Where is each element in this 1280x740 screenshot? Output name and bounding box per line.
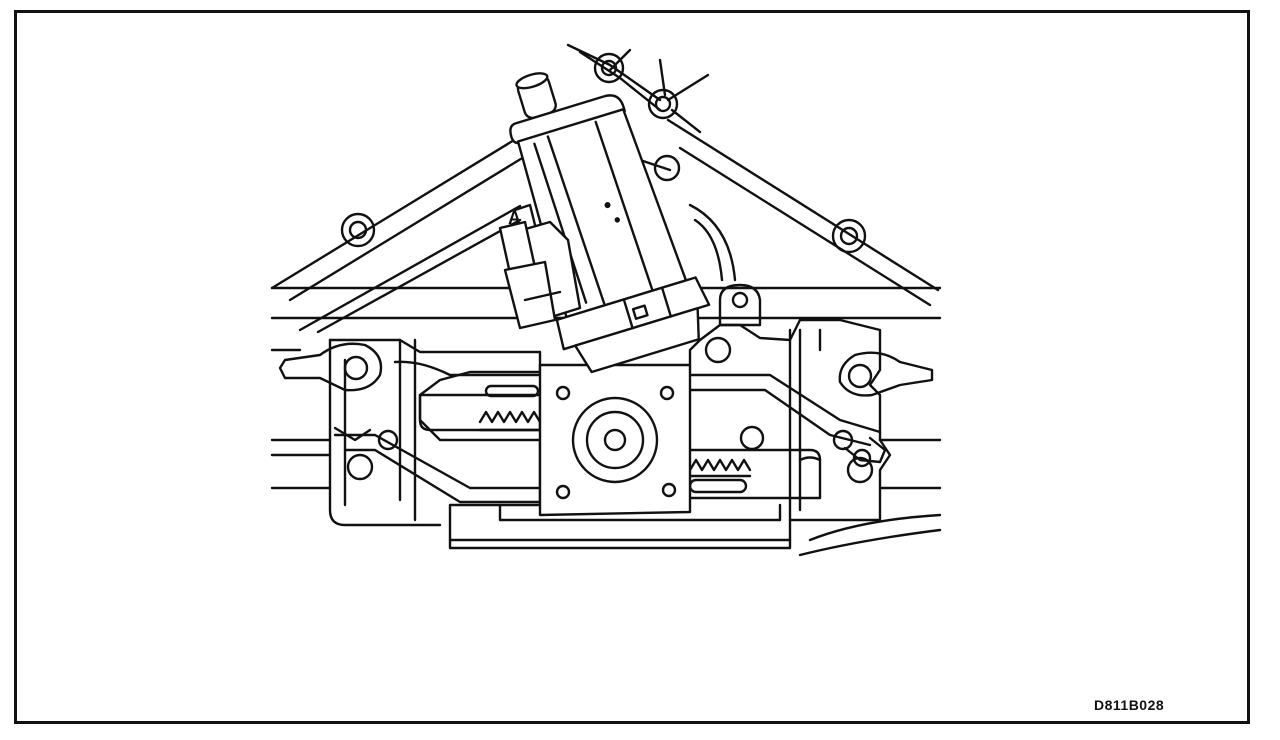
mounting-hole (340, 212, 376, 248)
diagram-code: D811B028 (1094, 697, 1165, 713)
base-hole (731, 291, 749, 309)
gear-rack-lower (688, 458, 752, 478)
mounting-hole (831, 218, 867, 254)
cover-screw (555, 385, 571, 401)
gear-box-cover (538, 363, 692, 517)
cover-screw (555, 484, 571, 500)
drive-gear-middle (585, 410, 645, 470)
panel-web (340, 43, 867, 254)
base-hole (704, 336, 732, 364)
roller (852, 448, 872, 468)
wire-harness (688, 203, 942, 557)
regulator-arm-right (688, 351, 934, 468)
base-hole (846, 456, 874, 484)
roller (377, 429, 399, 451)
base-hole (346, 453, 374, 481)
base-hole (739, 425, 765, 451)
drive-gear-hub (603, 428, 627, 452)
regulator-arm-left (278, 342, 542, 504)
cover-screw (659, 385, 675, 401)
callout-label-a: A (508, 208, 521, 228)
mounting-hole (647, 88, 679, 120)
mounting-hole (593, 52, 625, 84)
roller (832, 429, 854, 451)
cover-screw (661, 482, 677, 498)
mounting-hole (653, 154, 681, 182)
gear-rack-upper (478, 410, 542, 432)
drive-gear-outer (571, 396, 659, 484)
wire-connector (498, 203, 582, 330)
